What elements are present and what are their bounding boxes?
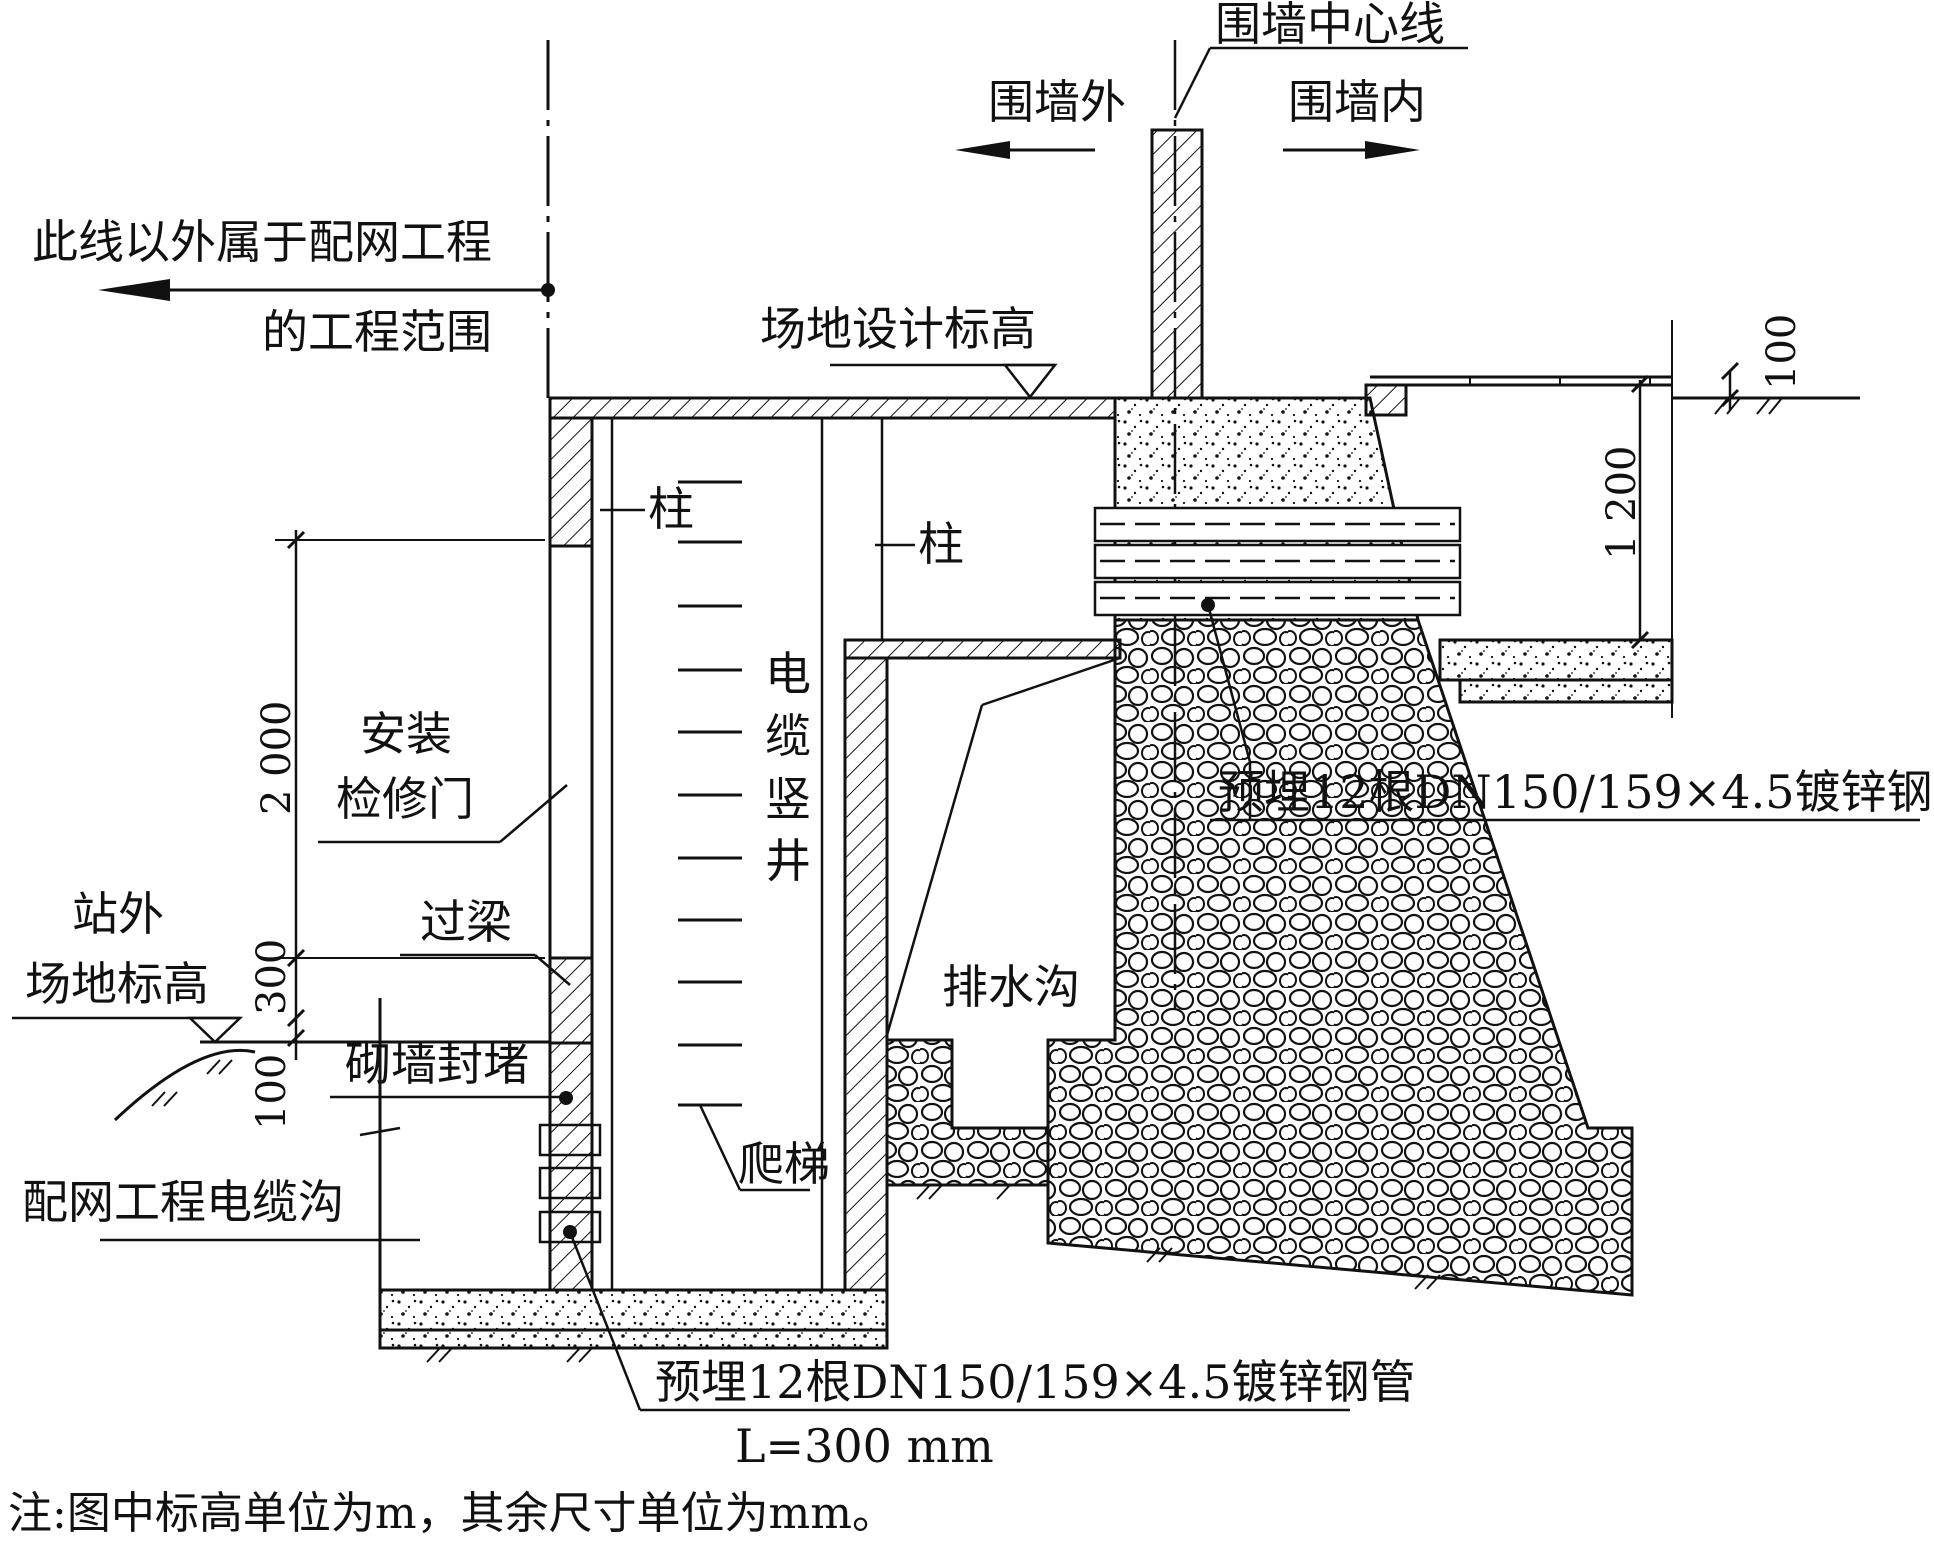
masonry-seal [548, 1041, 594, 1292]
dim-tick-1 [286, 530, 306, 550]
ladder-leader [698, 1104, 742, 1191]
cable-shaft-char-4: 井 [765, 834, 811, 888]
shaft-right-wall [843, 656, 889, 1292]
drain-label: 排水沟 [942, 960, 1080, 1014]
dim-300: 300 [249, 939, 295, 1015]
bottom-slab-base [378, 1328, 889, 1350]
distribution-trench-label: 配网工程电缆沟 [22, 1175, 344, 1229]
pipe-left-1 [538, 1123, 602, 1157]
footnote: 注:图中标高单位为m，其余尺寸单位为mm。 [8, 1488, 896, 1539]
arrow-left-icon [955, 141, 1010, 159]
cable-shaft-char-1: 电 [765, 647, 811, 701]
outside-ground-slope [113, 1048, 256, 1122]
ground-hatch-icon [1714, 397, 1783, 415]
arrow-left-icon [98, 279, 170, 301]
dim-100r-tick-b [1720, 388, 1740, 408]
boundary-label-1: 此线以外属于配网工程 [32, 215, 492, 269]
pipe-left-3 [538, 1210, 602, 1244]
dim-2000: 2 000 [254, 700, 300, 815]
outside-station-label-1: 站外 [72, 887, 164, 941]
dim-100r-tick-a [1720, 361, 1740, 381]
column-left-label: 柱 [648, 482, 694, 536]
dim-1200-tick-bot [1630, 630, 1650, 650]
pipe-length-label: L=300 mm [735, 1419, 994, 1473]
ladder-label: 爬梯 [738, 1137, 830, 1191]
dim-100-right: 100 [1759, 314, 1805, 390]
dim-tick-2 [286, 948, 306, 968]
dim-1200: 1 200 [1599, 445, 1645, 560]
lintel-leader-2 [534, 954, 571, 986]
ground-hatch-icon [426, 1184, 1441, 1363]
elevation-triangle-icon [186, 1016, 244, 1044]
install-door-label-1: 安装 [360, 707, 452, 761]
site-design-elevation-label: 场地设计标高 [760, 302, 1036, 356]
column-right-label: 柱 [918, 517, 964, 571]
rubble-retaining-wall [1046, 618, 1634, 1297]
install-door-leader [499, 784, 568, 843]
wall-centerline-label: 围墙中心线 [1215, 0, 1445, 51]
pipe-bottom-label: 预埋12根DN150/159×4.5镀锌钢管 [655, 1355, 1415, 1409]
right-road-base [1438, 638, 1674, 682]
dim-tick-3 [286, 1008, 306, 1028]
install-door-label-2: 检修门 [336, 772, 474, 826]
paving-joints [1469, 377, 1651, 385]
elevation-triangle-icon [1002, 363, 1058, 400]
ground-hatch-icon [151, 1059, 233, 1107]
drain-cover-slab [843, 638, 1122, 660]
rubble-drain-base [885, 1038, 1050, 1187]
shaft-top-slab [548, 396, 1117, 420]
boundary-label-2: 的工程范围 [262, 305, 492, 359]
lintel [548, 956, 594, 1045]
masonry-seal-label: 砌墙封堵 [345, 1037, 529, 1091]
outside-station-label-2: 场地标高 [25, 957, 209, 1011]
shaft-left-wall-upper [548, 416, 594, 548]
dim-1200-tick-top [1630, 374, 1650, 394]
pipe-left-2 [538, 1166, 602, 1200]
cable-shaft-char-2: 缆 [765, 709, 811, 763]
pipe-right-label: 预埋12根DN150/159×4.5镀锌钢管 [1218, 765, 1934, 819]
enclosure-wall [1150, 128, 1204, 400]
right-road-base-2 [1458, 678, 1674, 704]
drain-top-edge [981, 656, 1121, 707]
wall-centerline-leader [1173, 47, 1212, 119]
wall-outside-label: 围墙外 [988, 75, 1126, 129]
ladder-rungs [678, 480, 742, 1107]
arrow-right-icon [1365, 141, 1420, 159]
cable-shaft-char-3: 竖 [765, 772, 811, 826]
right-paving-curb [1364, 383, 1408, 417]
drain-left-edge [885, 704, 984, 1036]
pipe-right-leader [1206, 604, 1252, 763]
wall-inside-label: 围墙内 [1288, 75, 1426, 129]
lintel-label: 过梁 [420, 895, 512, 949]
pipe-bottom-leader [568, 1231, 642, 1411]
trench-break [359, 1126, 401, 1137]
bottom-slab [378, 1288, 889, 1332]
dim-100-left: 100 [249, 1054, 295, 1130]
